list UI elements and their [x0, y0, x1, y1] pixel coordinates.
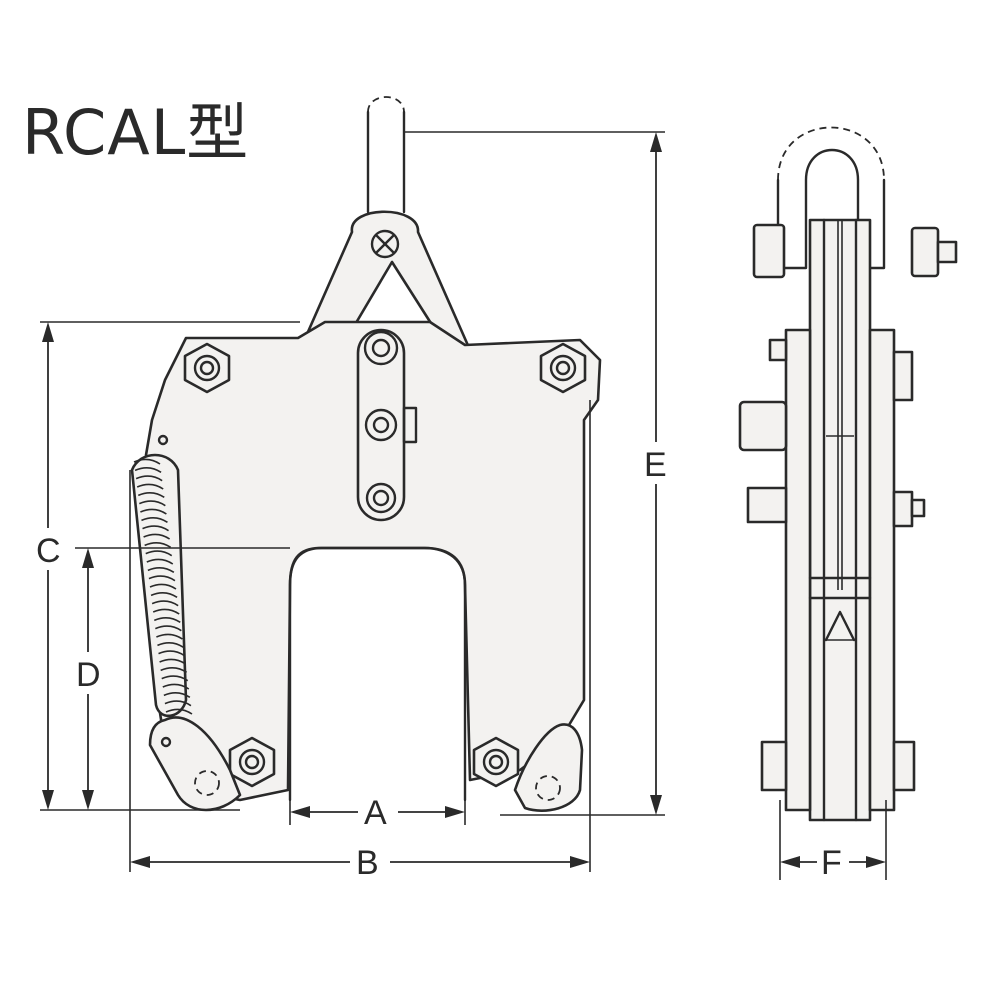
hex-nut-top-left	[183, 342, 231, 394]
lifting-shackle	[366, 96, 406, 214]
cam-right	[513, 723, 584, 812]
side-plates	[784, 218, 896, 822]
diagram-title: RCAL型	[22, 96, 250, 169]
front-dimensions: C D E A B	[30, 131, 676, 882]
dim-label-b: B	[356, 844, 379, 882]
side-bolts	[738, 338, 926, 792]
side-dimensions: F	[779, 800, 887, 882]
pin-hole	[157, 434, 169, 446]
side-shackle	[752, 126, 958, 279]
dim-label-d: D	[76, 656, 101, 694]
spring	[130, 453, 193, 717]
dim-label-a: A	[364, 794, 387, 832]
side-view	[738, 126, 958, 822]
hex-nut-top-right	[539, 342, 587, 394]
center-link	[356, 328, 418, 522]
dim-label-f: F	[821, 844, 842, 882]
front-view	[130, 96, 602, 812]
hex-nut-bottom-left	[228, 736, 276, 788]
jaw-opening	[288, 546, 467, 802]
dim-label-e: E	[644, 446, 667, 484]
dim-label-c: C	[36, 532, 61, 570]
link-arms	[298, 210, 472, 352]
hex-nut-bottom-right	[472, 736, 520, 788]
